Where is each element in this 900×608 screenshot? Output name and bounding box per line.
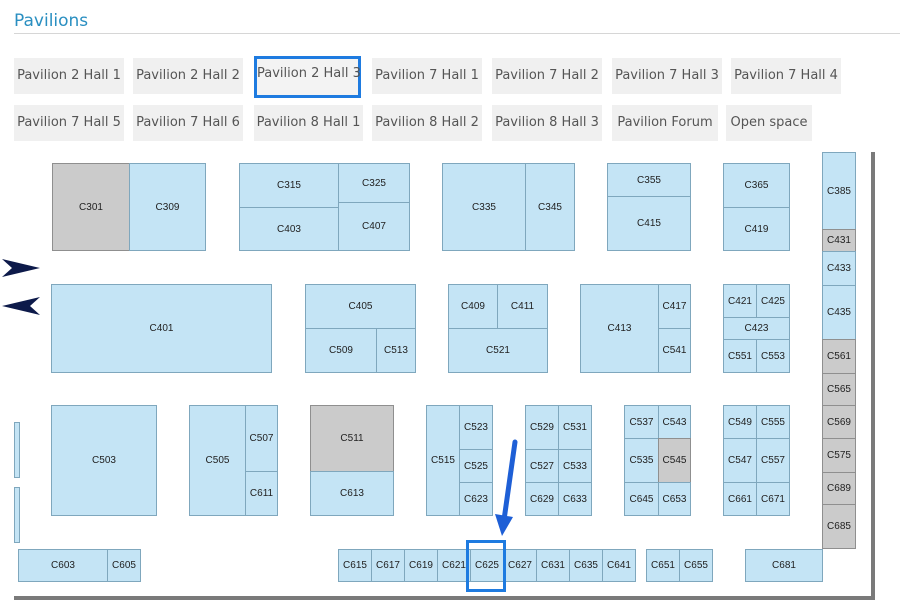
hall-wall-right [871, 152, 875, 600]
booth-C515[interactable]: C515 [426, 405, 460, 516]
arrow-left-icon [2, 297, 40, 315]
tab-pavilion-7-hall-6[interactable]: Pavilion 7 Hall 6 [133, 105, 243, 141]
tab-open-space[interactable]: Open space [726, 105, 812, 141]
tab-pavilion-2-hall-3[interactable]: Pavilion 2 Hall 3 [254, 56, 361, 98]
booth-C521[interactable]: C521 [448, 328, 548, 373]
booth-C681[interactable]: C681 [745, 549, 823, 582]
booth-C565[interactable]: C565 [822, 373, 856, 406]
booth-C315[interactable]: C315 [239, 163, 339, 208]
booth-C403[interactable]: C403 [239, 207, 339, 251]
booth-C621[interactable]: C621 [437, 549, 471, 582]
booth-C535[interactable]: C535 [624, 438, 659, 483]
booth-C631[interactable]: C631 [536, 549, 570, 582]
booth-C335[interactable]: C335 [442, 163, 526, 251]
booth-C551[interactable]: C551 [723, 339, 757, 373]
booth-C569[interactable]: C569 [822, 405, 856, 439]
tab-pavilion-7-hall-4[interactable]: Pavilion 7 Hall 4 [731, 58, 841, 94]
booth-C627[interactable]: C627 [503, 549, 537, 582]
booth-C415[interactable]: C415 [607, 196, 691, 251]
booth-C417[interactable]: C417 [658, 284, 691, 329]
booth-C355[interactable]: C355 [607, 163, 691, 197]
booth-C401[interactable]: C401 [51, 284, 272, 373]
booth-C419[interactable]: C419 [723, 207, 790, 251]
tab-pavilion-7-hall-1[interactable]: Pavilion 7 Hall 1 [372, 58, 482, 94]
tab-pavilion-forum[interactable]: Pavilion Forum [612, 105, 718, 141]
booth-C511[interactable]: C511 [310, 405, 394, 472]
booth-C671[interactable]: C671 [756, 482, 790, 516]
booth-C641[interactable]: C641 [602, 549, 636, 582]
booth-C385[interactable]: C385 [822, 152, 856, 230]
tab-pavilion-2-hall-2[interactable]: Pavilion 2 Hall 2 [133, 58, 243, 94]
booth-C509[interactable]: C509 [305, 328, 377, 373]
booth-C603[interactable]: C603 [18, 549, 108, 582]
booth-C345[interactable]: C345 [525, 163, 575, 251]
booth-C613[interactable]: C613 [310, 471, 394, 516]
tab-pavilion-7-hall-3[interactable]: Pavilion 7 Hall 3 [612, 58, 722, 94]
tab-pavilion-7-hall-2[interactable]: Pavilion 7 Hall 2 [492, 58, 602, 94]
tab-pavilion-2-hall-1[interactable]: Pavilion 2 Hall 1 [14, 58, 124, 94]
booth-sliver-upper[interactable] [14, 422, 20, 478]
booth-C503[interactable]: C503 [51, 405, 157, 516]
booth-C543[interactable]: C543 [658, 405, 691, 439]
booth-C653[interactable]: C653 [658, 482, 691, 516]
booth-C413[interactable]: C413 [580, 284, 659, 373]
booth-C545[interactable]: C545 [658, 438, 691, 483]
booth-C523[interactable]: C523 [459, 405, 493, 450]
booth-C619[interactable]: C619 [404, 549, 438, 582]
booth-sliver-lower[interactable] [14, 487, 20, 543]
booth-C435[interactable]: C435 [822, 285, 856, 340]
tab-pavilion-8-hall-2[interactable]: Pavilion 8 Hall 2 [372, 105, 482, 141]
booth-C527[interactable]: C527 [525, 449, 559, 483]
booth-C633[interactable]: C633 [558, 482, 592, 516]
booth-C433[interactable]: C433 [822, 251, 856, 286]
booth-C541[interactable]: C541 [658, 328, 691, 373]
booth-C325[interactable]: C325 [338, 163, 410, 203]
booth-C635[interactable]: C635 [569, 549, 603, 582]
tab-pavilion-8-hall-3[interactable]: Pavilion 8 Hall 3 [492, 105, 602, 141]
arrow-down-icon [495, 439, 518, 536]
booth-C651[interactable]: C651 [646, 549, 680, 582]
booth-C605[interactable]: C605 [107, 549, 141, 582]
booth-C507[interactable]: C507 [245, 405, 278, 472]
booth-C611[interactable]: C611 [245, 471, 278, 516]
booth-C615[interactable]: C615 [338, 549, 372, 582]
booth-C557[interactable]: C557 [756, 438, 790, 483]
booth-C623[interactable]: C623 [459, 482, 493, 516]
booth-C685[interactable]: C685 [822, 504, 856, 549]
booth-C533[interactable]: C533 [558, 449, 592, 483]
booth-C661[interactable]: C661 [723, 482, 757, 516]
hall-wall-bottom [14, 596, 875, 600]
arrow-right-icon [2, 259, 40, 277]
booth-C617[interactable]: C617 [371, 549, 405, 582]
booth-C553[interactable]: C553 [756, 339, 790, 373]
title-divider [14, 33, 900, 34]
booth-C537[interactable]: C537 [624, 405, 659, 439]
tab-pavilion-7-hall-5[interactable]: Pavilion 7 Hall 5 [14, 105, 124, 141]
booth-C425[interactable]: C425 [756, 284, 790, 318]
booth-C301[interactable]: C301 [52, 163, 130, 251]
tab-pavilion-8-hall-1[interactable]: Pavilion 8 Hall 1 [254, 105, 363, 141]
booth-C405[interactable]: C405 [305, 284, 416, 329]
page-title: Pavilions [14, 11, 89, 31]
booth-C407[interactable]: C407 [338, 202, 410, 251]
booth-C531[interactable]: C531 [558, 405, 592, 450]
booth-C309[interactable]: C309 [129, 163, 206, 251]
booth-C655[interactable]: C655 [679, 549, 713, 582]
booth-C513[interactable]: C513 [376, 328, 416, 373]
